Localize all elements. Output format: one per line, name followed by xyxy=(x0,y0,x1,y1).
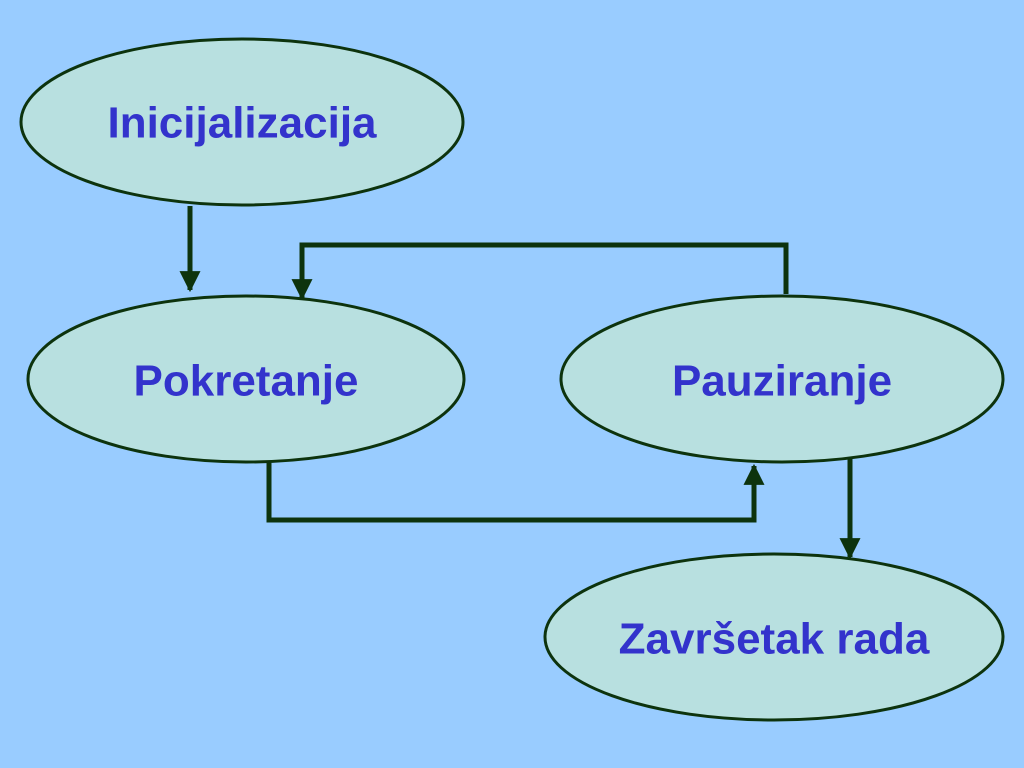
node-end: Završetak rada xyxy=(543,552,1005,722)
node-end-ellipse xyxy=(543,552,1005,722)
edge-pause-to-start xyxy=(291,242,789,301)
edge-start-to-pause xyxy=(266,463,765,523)
node-start-ellipse xyxy=(26,294,466,464)
node-start-label: Pokretanje xyxy=(134,357,359,406)
node-init-ellipse xyxy=(19,37,465,207)
node-pause-ellipse xyxy=(559,294,1005,464)
node-start: Pokretanje xyxy=(26,294,466,464)
node-init: Inicijalizacija xyxy=(19,37,465,207)
node-pause-label: Pauziranje xyxy=(672,357,892,406)
node-pause: Pauziranje xyxy=(559,294,1005,464)
edges xyxy=(179,206,861,560)
node-init-label: Inicijalizacija xyxy=(107,99,377,148)
node-end-label: Završetak rada xyxy=(619,615,930,664)
